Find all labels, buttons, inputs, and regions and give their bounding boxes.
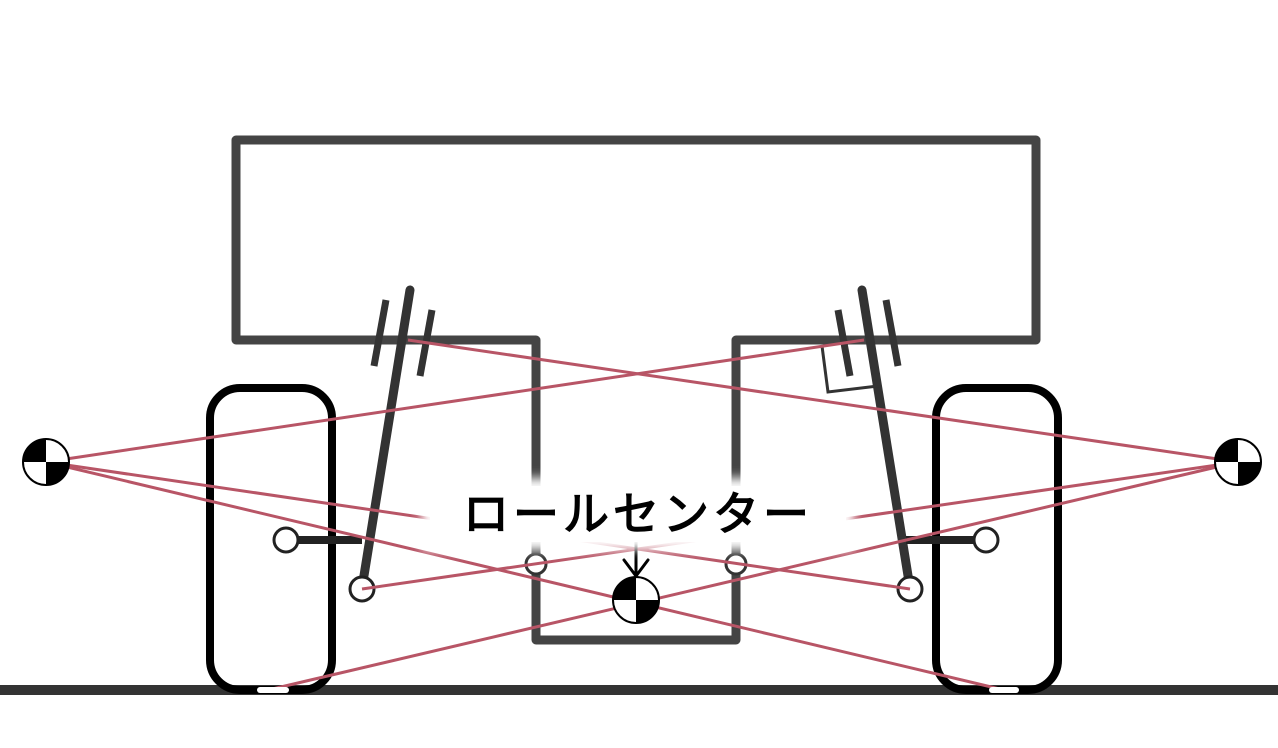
right-strut-mark-outer <box>882 299 902 367</box>
left-hub-joint <box>272 526 300 554</box>
right-angle-marker <box>820 345 879 394</box>
left-strut-mark-outer <box>370 299 390 367</box>
right-hub-joint <box>972 526 1000 554</box>
left-upper-ray <box>45 338 865 464</box>
roll-center-label: ロールセンター <box>430 486 846 542</box>
roll-center-arrow <box>622 534 650 579</box>
right-instant-center-marker <box>1214 438 1262 486</box>
left-ground-ray <box>45 460 1005 692</box>
right-kingpin <box>857 285 915 593</box>
roll-center-marker <box>612 576 660 624</box>
left-instant-center-marker <box>22 438 70 486</box>
right-upper-ray <box>407 338 1239 464</box>
right-ground-ray <box>267 460 1239 692</box>
chassis-body <box>231 135 1041 645</box>
